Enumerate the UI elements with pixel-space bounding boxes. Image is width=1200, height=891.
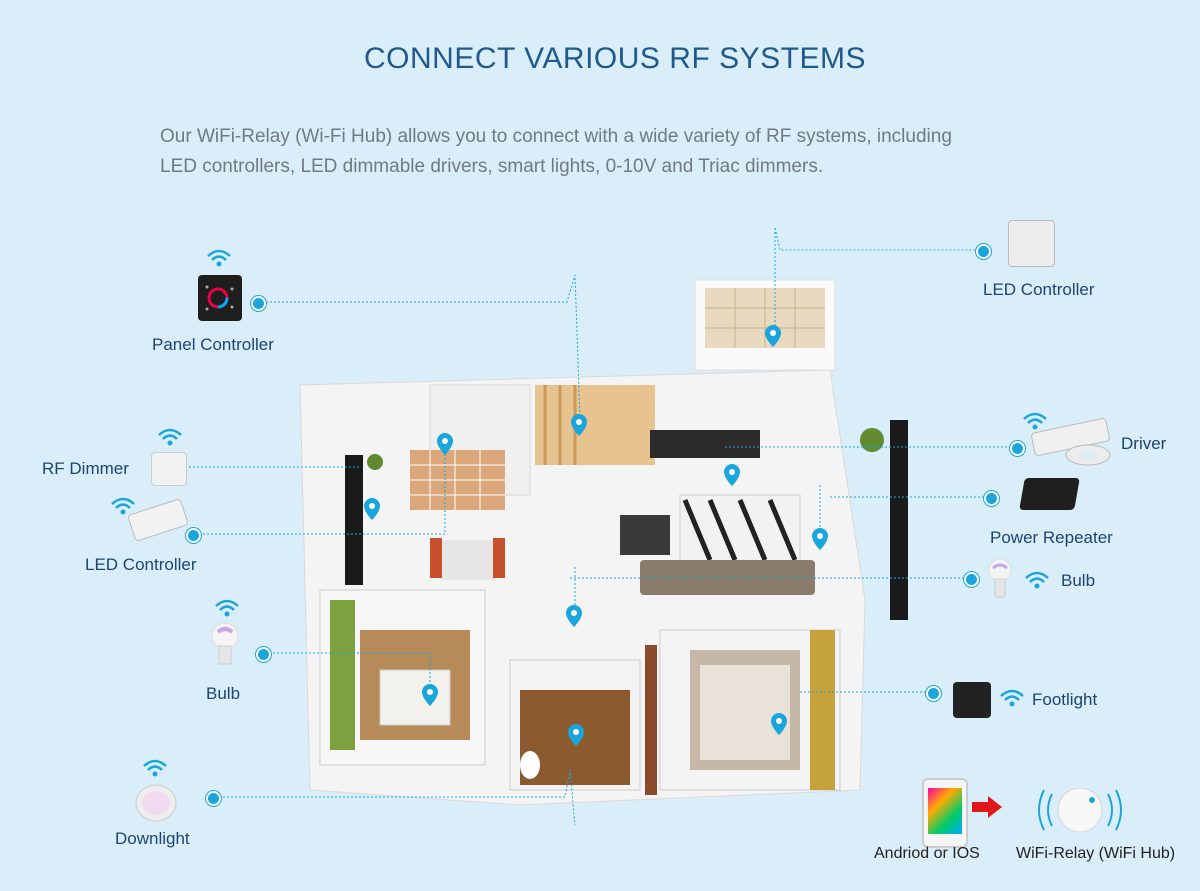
- location-pin-icon: [422, 684, 438, 706]
- location-pin-icon: [568, 724, 584, 746]
- app-screen: [928, 788, 962, 834]
- connector-dot: [926, 686, 941, 701]
- connector-dot: [251, 296, 266, 311]
- power-repeater-image: [1019, 478, 1080, 510]
- wifi-icon: [111, 497, 135, 515]
- location-pin-icon: [771, 713, 787, 735]
- arrow-right-icon: [972, 796, 1002, 818]
- footlight-label: Footlight: [1032, 690, 1098, 709]
- bulb-left-label: Bulb: [206, 684, 241, 703]
- wifi-icon: [143, 759, 167, 777]
- location-pin-icon: [812, 528, 828, 550]
- wifi-relay-hub-image: [1038, 787, 1122, 833]
- location-pin-icon: [364, 498, 380, 520]
- wifi-icon: [1023, 412, 1047, 430]
- wifi-icon: [158, 428, 182, 446]
- connector-dot: [206, 791, 221, 806]
- connector-dot: [186, 528, 201, 543]
- led-controller-right-label: LED Controller: [983, 280, 1095, 299]
- led-controller-left-image: [127, 498, 189, 542]
- page-title: CONNECT VARIOUS RF SYSTEMS: [364, 42, 866, 75]
- connector-dot: [964, 572, 979, 587]
- location-pin-icon: [571, 414, 587, 436]
- wifi-icon: [215, 599, 239, 617]
- hub-label: WiFi-Relay (WiFi Hub): [1016, 845, 1176, 862]
- description-line-1: Our WiFi-Relay (Wi-Fi Hub) allows you to…: [160, 126, 952, 147]
- panel-controller-label: Panel Controller: [152, 335, 274, 354]
- panel-controller-image: [198, 275, 242, 321]
- downlight-label: Downlight: [115, 829, 190, 848]
- wifi-icon: [207, 249, 231, 267]
- location-pin-icon: [437, 433, 453, 455]
- location-pin-icon: [765, 325, 781, 347]
- bulb-left-image: [211, 622, 239, 665]
- connector-dot: [976, 244, 991, 259]
- led-controller-right-image: [1008, 220, 1055, 267]
- footlight-image: [953, 682, 991, 718]
- downlight-image: [135, 784, 177, 822]
- bulb-right-image: [988, 558, 1012, 598]
- rf-dimmer-label: RF Dimmer: [42, 459, 129, 478]
- led-strip-reel-image: [1065, 444, 1111, 466]
- connector-dot: [984, 491, 999, 506]
- led-controller-left-label: LED Controller: [85, 555, 197, 574]
- wifi-icon: [1025, 571, 1049, 589]
- bulb-right-label: Bulb: [1061, 571, 1096, 590]
- rf-dimmer-image: [151, 452, 187, 486]
- driver-label: Driver: [1121, 434, 1167, 453]
- connector-dot: [1010, 441, 1025, 456]
- phone-label: Andriod or IOS: [874, 845, 980, 862]
- power-repeater-label: Power Repeater: [990, 528, 1113, 547]
- smartphone-image: [922, 778, 968, 848]
- location-pin-icon: [566, 605, 582, 627]
- wifi-icon: [1000, 689, 1024, 707]
- connector-dot: [256, 647, 271, 662]
- description-line-2: LED controllers, LED dimmable drivers, s…: [160, 156, 824, 177]
- location-pin-icon: [724, 464, 740, 486]
